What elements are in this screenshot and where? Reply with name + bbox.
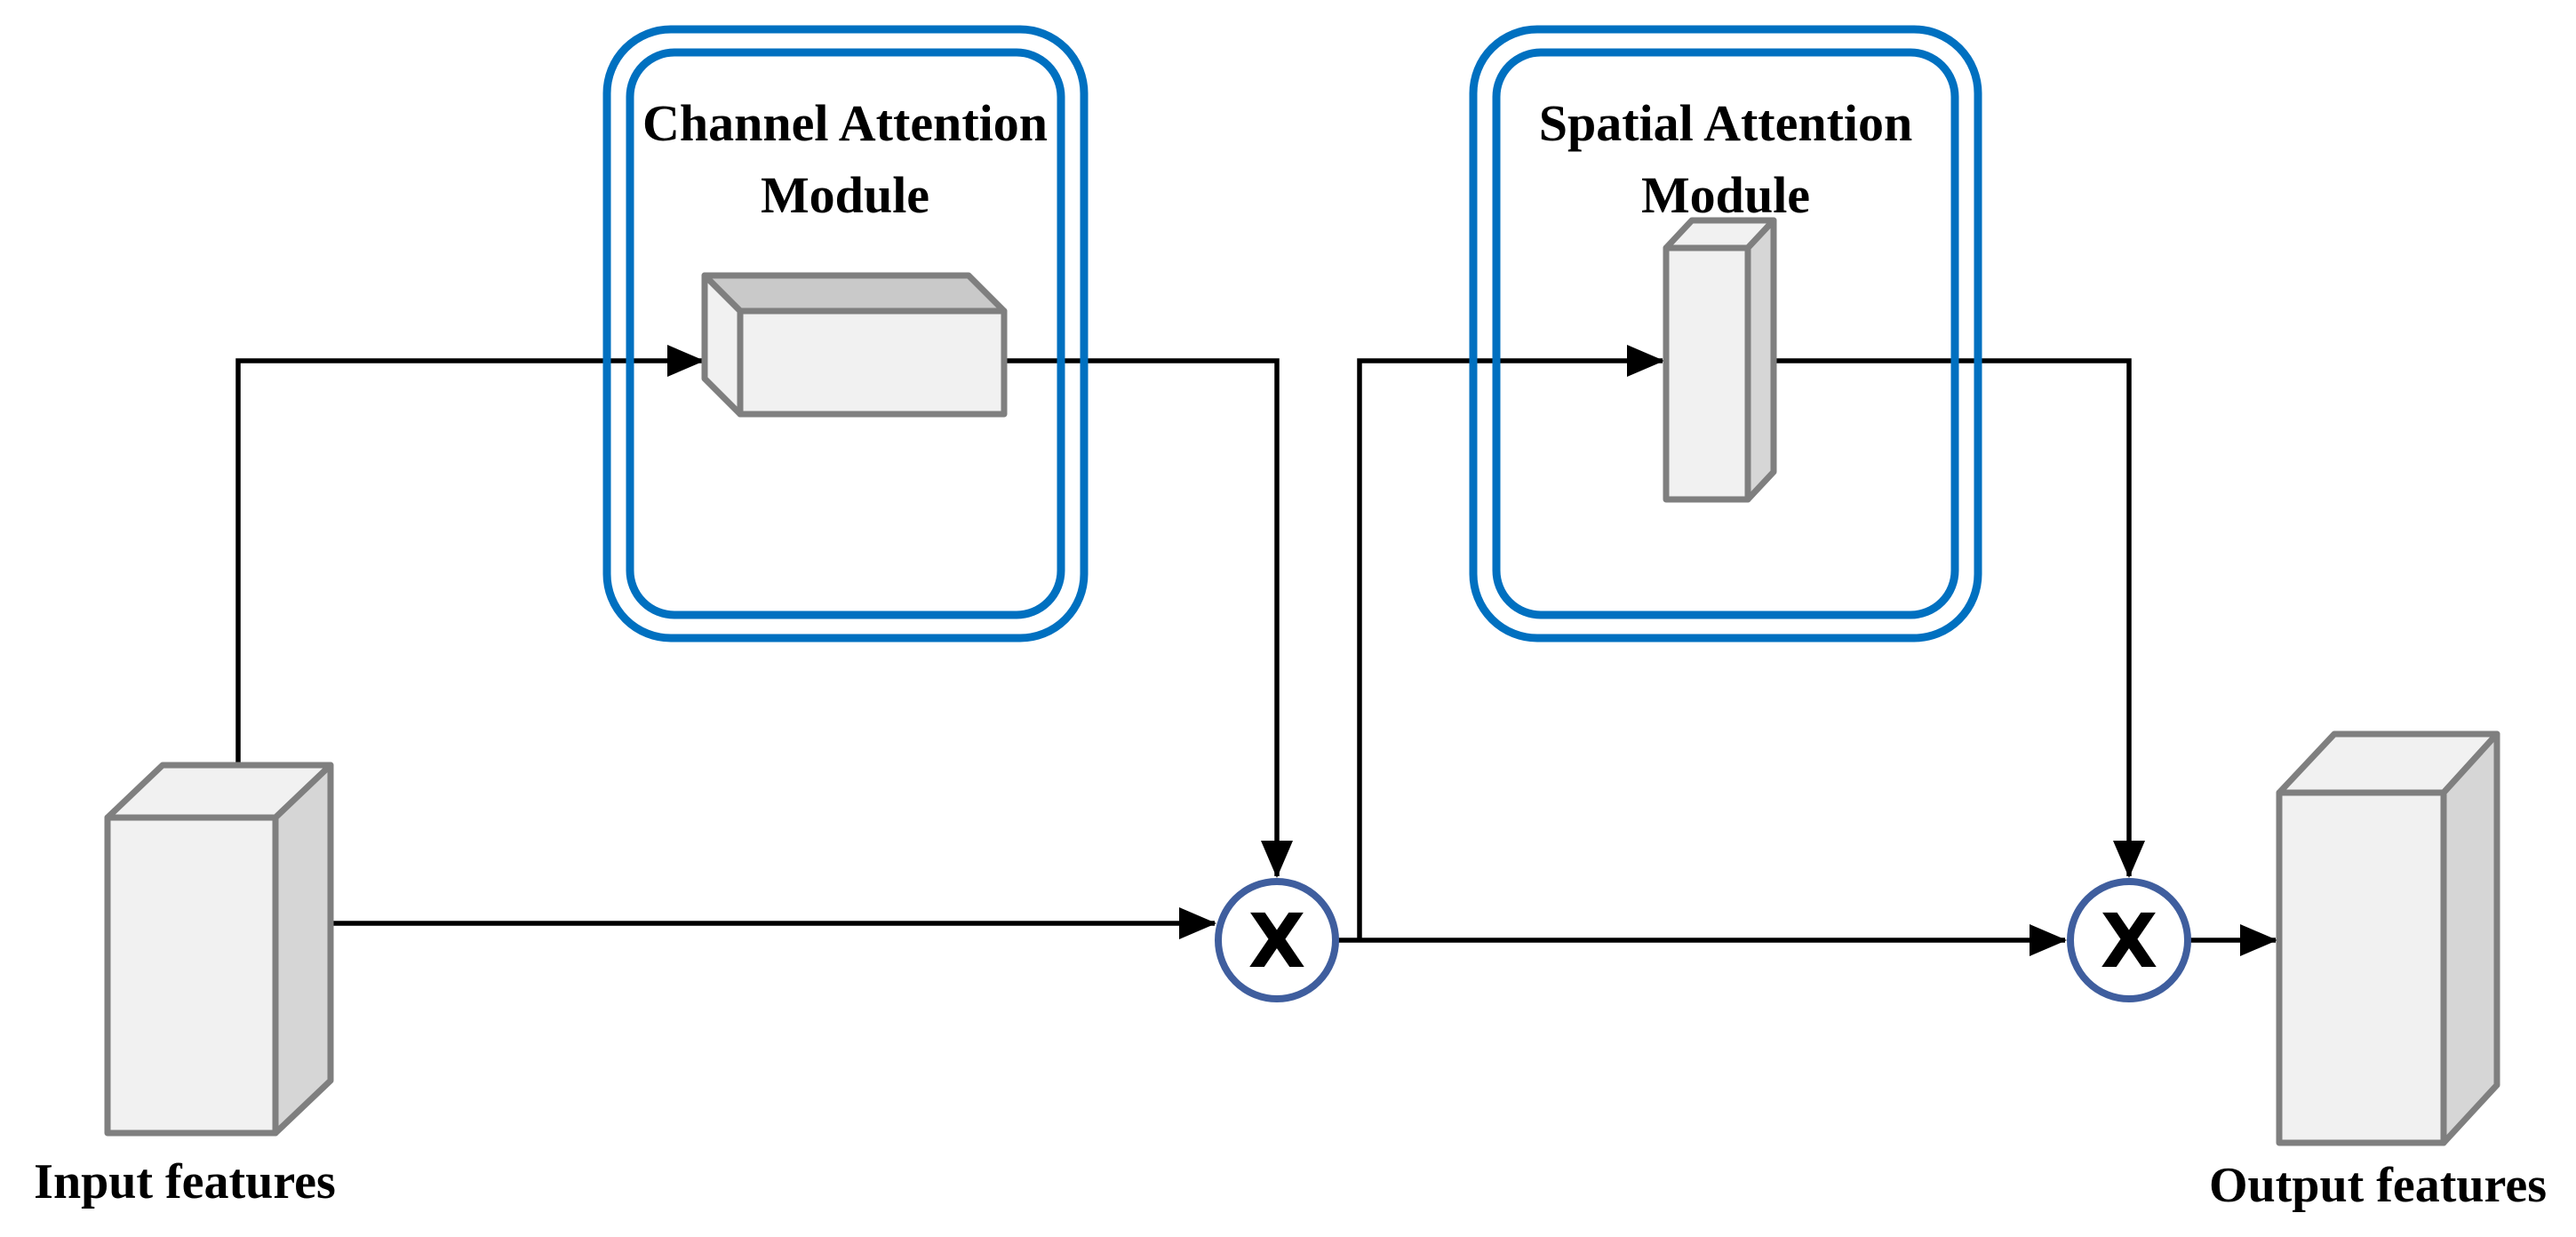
multiply-node-2: X xyxy=(2067,878,2191,1002)
arrow-channel-output-to-multiply-1 xyxy=(1004,358,1293,878)
input-box-right-face xyxy=(272,762,334,1137)
spatial-attention-title-line2: Module xyxy=(1641,166,1810,224)
channel-attention-feature-slab xyxy=(701,272,1008,418)
arrow-input-to-channel-module xyxy=(235,345,705,766)
input-features-label: Input features xyxy=(34,1154,336,1209)
channel-attention-outer-frame xyxy=(602,25,1089,642)
spatial-attention-module: Spatial Attention Module xyxy=(1469,25,1982,642)
channel-attention-module: Channel Attention Module xyxy=(602,25,1089,642)
output-box-front-face xyxy=(2276,789,2447,1146)
multiply-node-2-circle xyxy=(2067,878,2191,1002)
input-box-front-face xyxy=(104,814,279,1137)
spatial-pillar-right-face xyxy=(1744,217,1777,503)
multiply-node-1: X xyxy=(1215,878,1339,1002)
multiply-node-2-symbol: X xyxy=(2101,898,2158,985)
channel-attention-inner-frame xyxy=(626,48,1065,619)
arrow-branch-to-spatial-module xyxy=(1357,345,1664,940)
multiply-node-1-circle xyxy=(1215,878,1339,1002)
spatial-attention-title-line1: Spatial Attention xyxy=(1539,94,1913,152)
spatial-attention-inner-frame xyxy=(1492,48,1959,619)
output-features-box xyxy=(2276,730,2500,1146)
input-features-box xyxy=(104,762,334,1137)
arrow-spatial-output-to-multiply-2 xyxy=(1774,358,2145,878)
spatial-attention-outer-frame xyxy=(1469,25,1982,642)
channel-slab-front-face xyxy=(737,307,1008,418)
channel-slab-top-face xyxy=(701,272,1008,315)
output-features-label: Output features xyxy=(2209,1158,2547,1213)
spatial-attention-feature-pillar xyxy=(1663,217,1777,503)
output-box-right-face xyxy=(2440,730,2500,1146)
channel-attention-title-line2: Module xyxy=(761,166,929,224)
multiply-node-1-symbol: X xyxy=(1248,898,1306,985)
spatial-pillar-front-face xyxy=(1663,244,1751,503)
channel-attention-title-line1: Channel Attention xyxy=(642,94,1048,152)
